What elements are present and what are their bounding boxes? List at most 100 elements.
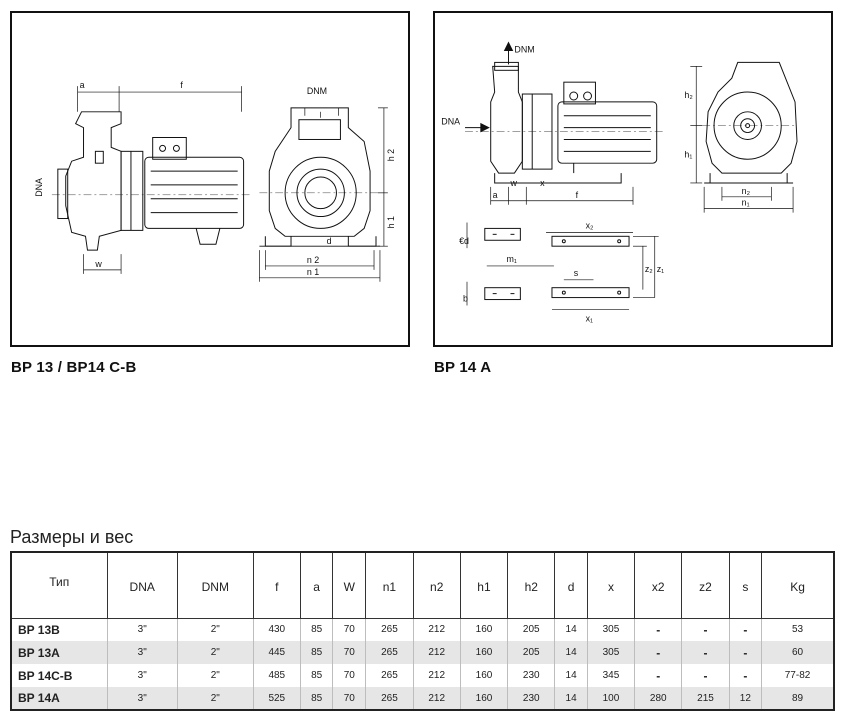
table-cell: 77-82 (761, 664, 836, 687)
table-cell: 525 (252, 687, 301, 711)
column-header: h1 (459, 551, 508, 619)
column-header: z2 (681, 551, 730, 619)
table-cell: 485 (252, 664, 301, 687)
table-cell: 12 (728, 687, 762, 711)
table-cell: 160 (459, 687, 508, 711)
table-cell: - (681, 664, 730, 687)
column-header: s (728, 551, 762, 619)
dim-label-h2: h 2 (386, 149, 396, 161)
table-cell: 160 (459, 618, 508, 641)
dim-label-m1: m₁ (507, 254, 517, 264)
table-cell: 70 (332, 618, 366, 641)
dim-label-s: s (574, 268, 579, 278)
table-cell: - (634, 641, 682, 664)
table-cell: 3" (106, 687, 178, 711)
row-type-cell: BP 14C-B (10, 664, 107, 687)
table-cell: 265 (365, 664, 414, 687)
table-cell: 14 (554, 641, 588, 664)
table-cell: - (634, 618, 682, 641)
column-header: n1 (365, 551, 414, 619)
table-cell: 100 (586, 687, 635, 711)
table-cell: 212 (412, 641, 461, 664)
dim-label-n2: n 2 (307, 255, 319, 265)
caption-bp13-bp14cb: BP 13 / BP14 C-B (11, 359, 137, 376)
column-header: x2 (634, 551, 682, 619)
table-cell: 205 (507, 618, 555, 641)
dim-label-dnm-right: DNM (514, 45, 534, 55)
column-header: Тип (10, 551, 107, 619)
dim-label-n1: n 1 (307, 267, 319, 277)
table-cell: 14 (554, 687, 588, 711)
table-cell: 265 (365, 641, 414, 664)
dim-label-a: a (80, 80, 85, 90)
table-cell: 230 (507, 664, 555, 687)
column-header: n2 (412, 551, 461, 619)
column-header: f (252, 551, 301, 619)
column-header: DNA (106, 551, 178, 619)
table-cell: 160 (459, 664, 508, 687)
table-cell: - (681, 618, 730, 641)
table-title: Размеры и вес (10, 527, 134, 547)
pump-drawing-bp14a: DNM DNA a f w x h₂ h₁ n₂ n₁ x₂ x₁ z₂ z₁ … (441, 41, 798, 323)
dim-label-h2-right: h₂ (684, 90, 692, 100)
dim-label-x1: x₁ (586, 313, 593, 323)
table-cell: 305 (586, 618, 635, 641)
dim-label-z2: z₂ (645, 264, 653, 274)
table-cell: 70 (332, 664, 366, 687)
table-cell: 230 (507, 687, 555, 711)
table-cell: 212 (412, 664, 461, 687)
dim-label-n1-right: n₁ (742, 198, 750, 208)
table-cell: 445 (252, 641, 301, 664)
table-cell: 85 (299, 687, 333, 711)
table-cell: - (681, 641, 730, 664)
table-cell: 205 (507, 641, 555, 664)
row-type-cell: BP 13A (10, 641, 107, 664)
table-cell: 3" (106, 618, 178, 641)
dim-label-f: f (180, 80, 183, 90)
table-cell: 430 (252, 618, 301, 641)
table-cell: - (634, 664, 682, 687)
table-cell: 2" (176, 618, 254, 641)
dim-label-h1: h 1 (386, 216, 396, 228)
table-cell: 60 (761, 641, 836, 664)
table-cell: 2" (176, 641, 254, 664)
row-type-cell: BP 13B (10, 618, 107, 641)
dim-label-d: d (327, 236, 332, 246)
column-header: x (586, 551, 635, 619)
drawing-panel-bp13-bp14cb: a f DNM DNA w h 1 h 2 d n 2 n 1 (10, 11, 410, 347)
dim-label-x-right: x (540, 178, 545, 188)
table-cell: 265 (365, 687, 414, 711)
table-cell: 3" (106, 641, 178, 664)
column-header: h2 (507, 551, 555, 619)
dim-label-f-right: f (576, 190, 579, 200)
column-header: W (332, 551, 366, 619)
table-cell: 265 (365, 618, 414, 641)
drawing-panel-bp14a: DNM DNA a f w x h₂ h₁ n₂ n₁ x₂ x₁ z₂ z₁ … (433, 11, 833, 347)
dim-label-x2: x₂ (586, 220, 594, 230)
table-cell: 53 (761, 618, 836, 641)
caption-bp14a: BP 14 A (434, 359, 492, 376)
table-cell: 345 (586, 664, 635, 687)
table-cell: 85 (299, 664, 333, 687)
dim-label-h1-right: h₁ (684, 149, 692, 159)
dim-label-w: w (94, 259, 102, 269)
table-cell: 280 (634, 687, 682, 711)
dim-label-w-right: w (509, 178, 517, 188)
table-cell: 70 (332, 641, 366, 664)
table-cell: 305 (586, 641, 635, 664)
dim-label-z1: z₁ (657, 264, 664, 274)
table-cell: 2" (176, 687, 254, 711)
dim-label-dna-right: DNA (441, 117, 460, 127)
table-cell: 3" (106, 664, 178, 687)
column-header: DNM (176, 551, 254, 619)
table-cell: 215 (681, 687, 730, 711)
table-cell: - (728, 664, 762, 687)
column-header: Kg (761, 551, 836, 619)
